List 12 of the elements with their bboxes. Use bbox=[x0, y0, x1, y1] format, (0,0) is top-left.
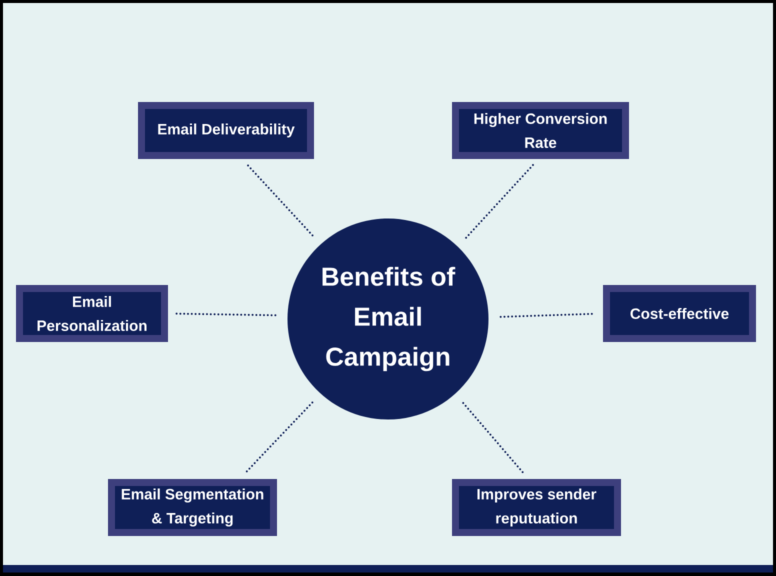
benefit-box: Email Deliverability bbox=[138, 102, 314, 159]
dotted-connector bbox=[462, 402, 524, 474]
benefit-box: Higher Conversion Rate bbox=[452, 102, 629, 159]
benefit-box: Email Personalization bbox=[16, 285, 168, 342]
benefit-box: Email Segmentation & Targeting bbox=[108, 479, 277, 536]
dotted-connector bbox=[175, 312, 276, 316]
benefit-box: Cost-effective bbox=[603, 285, 756, 342]
dotted-connector bbox=[500, 312, 596, 318]
dotted-connector bbox=[244, 402, 314, 474]
dotted-connector bbox=[465, 164, 534, 239]
dotted-connector bbox=[246, 164, 314, 236]
benefit-box: Improves sender reputuation bbox=[452, 479, 621, 536]
